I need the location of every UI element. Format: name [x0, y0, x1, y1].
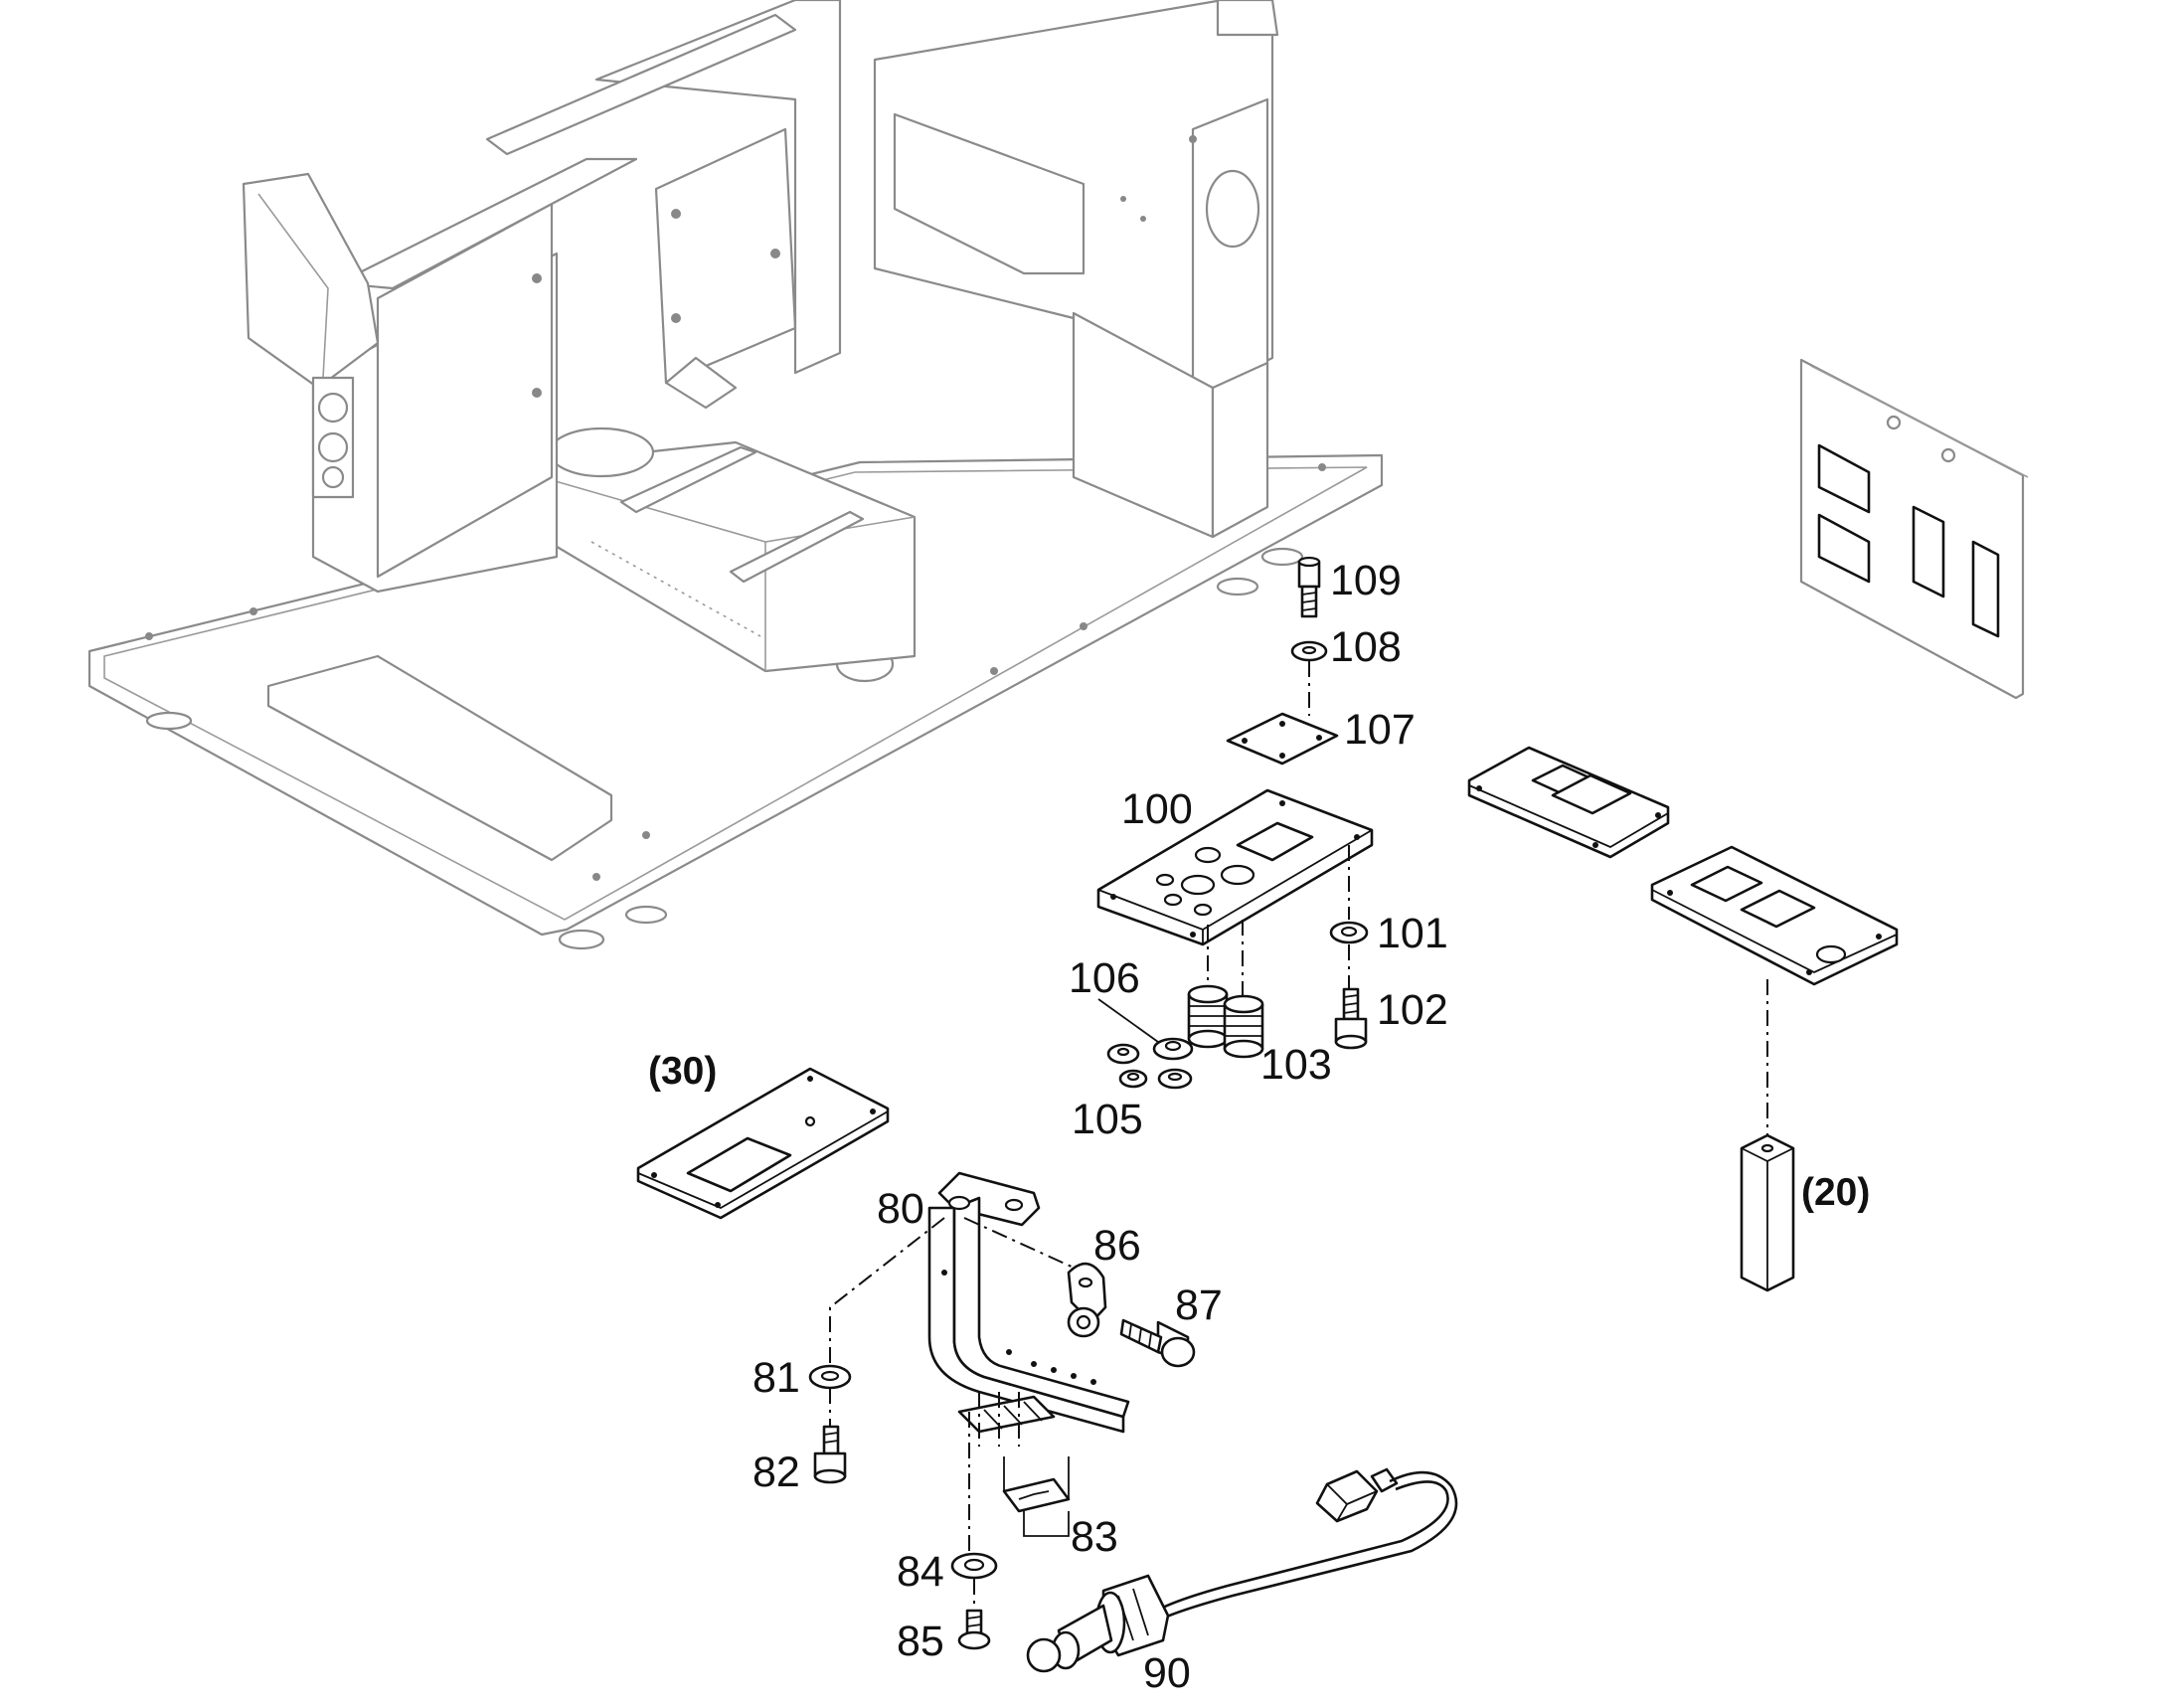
assembly-line-86	[963, 1217, 1075, 1269]
assembly-line-81	[829, 1217, 945, 1367]
sensor-cable-90	[1026, 1467, 1458, 1673]
grommets-106	[1152, 1037, 1194, 1090]
machine-base-assembly	[87, 0, 1384, 950]
connector-plate-100	[1096, 788, 1374, 946]
screw-102	[1334, 987, 1368, 1050]
label-81: 81	[752, 1354, 800, 1402]
label-107: 107	[1344, 706, 1416, 754]
label-84: 84	[897, 1548, 944, 1596]
label-108: 108	[1330, 623, 1402, 671]
washer-101	[1329, 921, 1369, 944]
bracket-80	[927, 1171, 1130, 1434]
label-101: 101	[1377, 910, 1448, 957]
plate-30	[636, 1067, 890, 1220]
label-group-20: (20)	[1801, 1171, 1870, 1214]
nuts-105	[1106, 1043, 1148, 1089]
screw-85	[957, 1609, 991, 1650]
label-group-30: (30)	[648, 1050, 717, 1093]
leader-106	[1097, 998, 1159, 1043]
cable-clamp-86	[1067, 1262, 1107, 1338]
label-87: 87	[1175, 1281, 1223, 1329]
part-labels: 109 108 107 100 101 102 103 106 105 80 8…	[648, 557, 1870, 1697]
label-103: 103	[1260, 1041, 1332, 1089]
label-109: 109	[1330, 557, 1402, 604]
screw-82	[813, 1425, 847, 1484]
screw-109	[1297, 556, 1321, 618]
small-plate-lower	[1650, 845, 1899, 986]
label-105: 105	[1072, 1096, 1143, 1143]
label-80: 80	[877, 1185, 924, 1233]
screw-87	[1119, 1318, 1196, 1368]
label-86: 86	[1093, 1222, 1141, 1270]
washer-81	[808, 1364, 852, 1390]
label-82: 82	[752, 1449, 800, 1496]
label-100: 100	[1121, 785, 1193, 833]
cable-glands-103	[1187, 920, 1264, 1059]
label-106: 106	[1069, 954, 1140, 1002]
label-85: 85	[897, 1618, 944, 1665]
washer-84	[950, 1552, 998, 1580]
cover-plate-107	[1226, 712, 1339, 766]
standoff-20	[1740, 1133, 1795, 1292]
washer-108	[1290, 640, 1328, 662]
small-plate-upper	[1467, 746, 1670, 859]
label-83: 83	[1071, 1513, 1118, 1561]
label-90: 90	[1143, 1649, 1191, 1697]
rear-panel-plate	[1799, 358, 2029, 700]
contact-block-83	[957, 1392, 1071, 1537]
label-102: 102	[1377, 986, 1448, 1034]
